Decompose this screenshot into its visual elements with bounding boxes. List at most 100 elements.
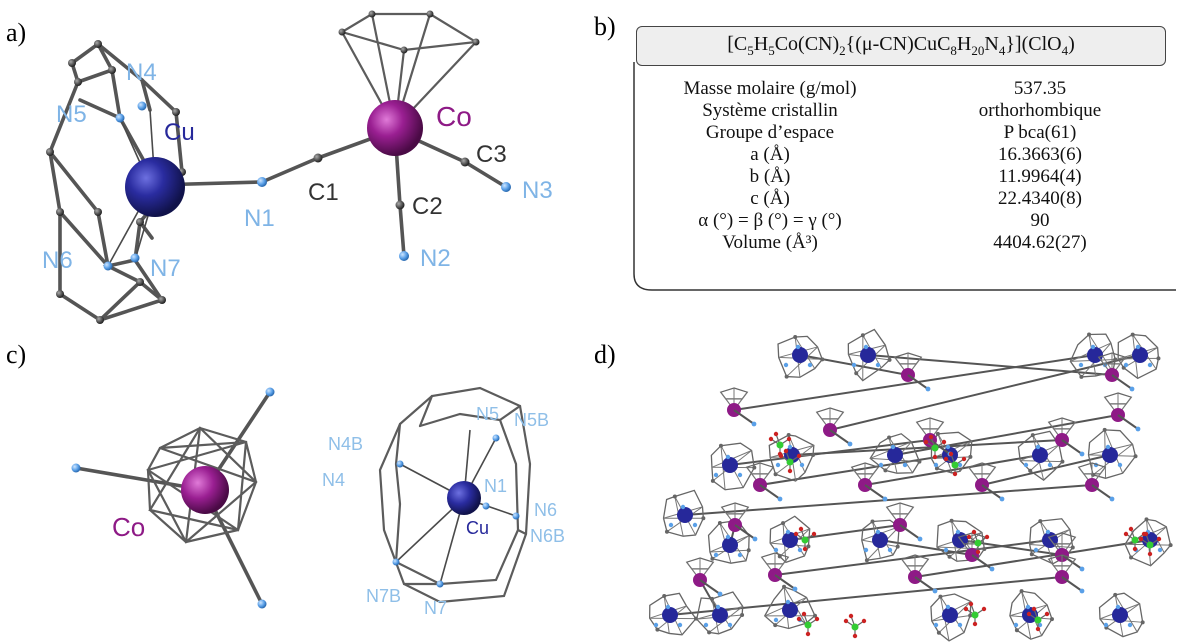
nitrogen-atom bbox=[1090, 344, 1096, 350]
chlorine-atom bbox=[786, 458, 794, 466]
panel-label-a: a) bbox=[6, 18, 27, 47]
nitrogen-atom bbox=[665, 604, 671, 610]
oxygen-atom bbox=[943, 456, 949, 462]
table-body: Masse molaire (g/mol)537.35 Système cris… bbox=[620, 78, 1180, 254]
nitrogen-atom bbox=[902, 462, 908, 468]
oxygen-atom bbox=[805, 631, 811, 637]
copper-atom bbox=[860, 347, 876, 363]
bridge-bond bbox=[774, 539, 1051, 576]
carbon-atom bbox=[938, 594, 943, 599]
macrocycle-cage bbox=[1087, 429, 1137, 479]
nitrogen-atom bbox=[797, 547, 803, 553]
bridge-bond bbox=[864, 454, 1041, 486]
oxygen-atom bbox=[796, 616, 802, 622]
label-n4: N4 bbox=[126, 59, 157, 86]
row-property: Groupe d’espace bbox=[705, 122, 835, 143]
carbon-atom bbox=[813, 613, 818, 618]
carbon-atom bbox=[1087, 332, 1092, 337]
carbon-atoms bbox=[46, 10, 480, 324]
row-property: Volume (Å³) bbox=[722, 232, 818, 253]
copper-atom bbox=[662, 607, 678, 623]
label-c2: C2 bbox=[412, 193, 443, 220]
nitrogen-atom bbox=[1105, 444, 1111, 450]
carbon-atom bbox=[820, 357, 825, 362]
carbon-atom bbox=[777, 554, 782, 559]
bridge-bond bbox=[791, 439, 1063, 456]
nitrogen-atom bbox=[943, 547, 949, 553]
nitrogen-atom bbox=[727, 622, 733, 628]
carbon-atom bbox=[740, 613, 745, 618]
carbon-atom bbox=[854, 371, 859, 376]
oxygen-atom bbox=[961, 456, 967, 462]
macrocycle-cage bbox=[649, 592, 697, 636]
oxygen-atom bbox=[971, 529, 977, 535]
nitrogen-atom bbox=[713, 552, 719, 558]
copper-atom bbox=[1032, 447, 1048, 463]
label-c-n4b: N4B bbox=[328, 434, 363, 454]
carbon-atom bbox=[806, 544, 811, 549]
oxygen-atom bbox=[941, 439, 947, 445]
copper-atom bbox=[782, 532, 798, 548]
nitrogen-atom bbox=[933, 622, 939, 628]
nitrogen-atom bbox=[863, 344, 869, 350]
nitrogen-atom bbox=[668, 522, 674, 528]
macrocycle-cage bbox=[1098, 592, 1144, 638]
carbon-atom bbox=[1019, 589, 1024, 594]
nitrogen-atom bbox=[785, 599, 791, 605]
carbon-atom bbox=[1168, 543, 1173, 548]
oxygen-atom bbox=[1156, 536, 1162, 542]
carbon-atom bbox=[773, 623, 778, 628]
panel-label-d: d) bbox=[594, 340, 616, 369]
nitrogen-atom bbox=[1079, 566, 1085, 572]
nitrogen-atom bbox=[715, 604, 721, 610]
macrocycle-cage bbox=[847, 328, 891, 382]
copper-atom bbox=[1132, 347, 1148, 363]
label-c-n6: N6 bbox=[534, 500, 557, 520]
carbon-atom bbox=[947, 554, 952, 559]
carbon-atom bbox=[1028, 468, 1033, 473]
nitrogen-atom bbox=[851, 362, 857, 368]
cyanide-bond bbox=[1117, 414, 1139, 430]
cyanide-bond bbox=[1091, 484, 1113, 500]
nitrogen-atom bbox=[713, 472, 719, 478]
chlorine-atom bbox=[931, 444, 939, 452]
oxygen-atom bbox=[793, 531, 799, 537]
carbon-atom bbox=[672, 494, 677, 499]
bridge-bond bbox=[684, 484, 1093, 516]
macrocycle-cage bbox=[662, 489, 705, 537]
oxygen-atom bbox=[981, 606, 987, 612]
oxygen-atom bbox=[1044, 611, 1050, 617]
nitrogen-atom bbox=[1013, 622, 1019, 628]
macrocycle-cage bbox=[769, 515, 811, 564]
oxygen-atom bbox=[796, 453, 802, 459]
oxygen-atom bbox=[787, 468, 793, 474]
carbon-atom bbox=[860, 333, 865, 338]
row-value: 22.4340(8) bbox=[998, 188, 1082, 209]
chlorine-atom bbox=[851, 623, 859, 631]
label-c3: C3 bbox=[476, 141, 507, 168]
nitrogen-atom bbox=[653, 622, 659, 628]
nitrogen-atom bbox=[1079, 451, 1085, 457]
carbon-atom bbox=[895, 544, 900, 549]
oxygen-atom bbox=[802, 546, 808, 552]
crystal-data-table: [C5H5Co(CN)2{(μ-CN)CuC8H20N4}](ClO4) Mas… bbox=[620, 18, 1180, 308]
carbon-atom bbox=[781, 521, 786, 526]
oxygen-atom bbox=[843, 618, 849, 624]
copper-atom bbox=[872, 532, 888, 548]
nitrogen-atom bbox=[752, 536, 758, 542]
row-property: α (°) = β (°) = γ (°) bbox=[698, 210, 842, 231]
table-row: c (Å)22.4340(8) bbox=[620, 188, 1180, 210]
carbon-atom bbox=[887, 357, 892, 362]
nitrogen-atom bbox=[1079, 588, 1085, 594]
carbon-atom bbox=[701, 516, 706, 521]
nitrogen-atom bbox=[787, 444, 793, 450]
row-value: 537.35 bbox=[1013, 78, 1067, 99]
macrocycle-cage bbox=[1069, 333, 1116, 378]
nitrogen-atom bbox=[1103, 622, 1109, 628]
oxygen-atom bbox=[952, 471, 958, 477]
macrocycle-cage bbox=[1117, 333, 1160, 380]
cyanide-bond bbox=[981, 484, 1003, 500]
copper-atom bbox=[782, 602, 798, 618]
cyanide-bond bbox=[907, 374, 929, 390]
